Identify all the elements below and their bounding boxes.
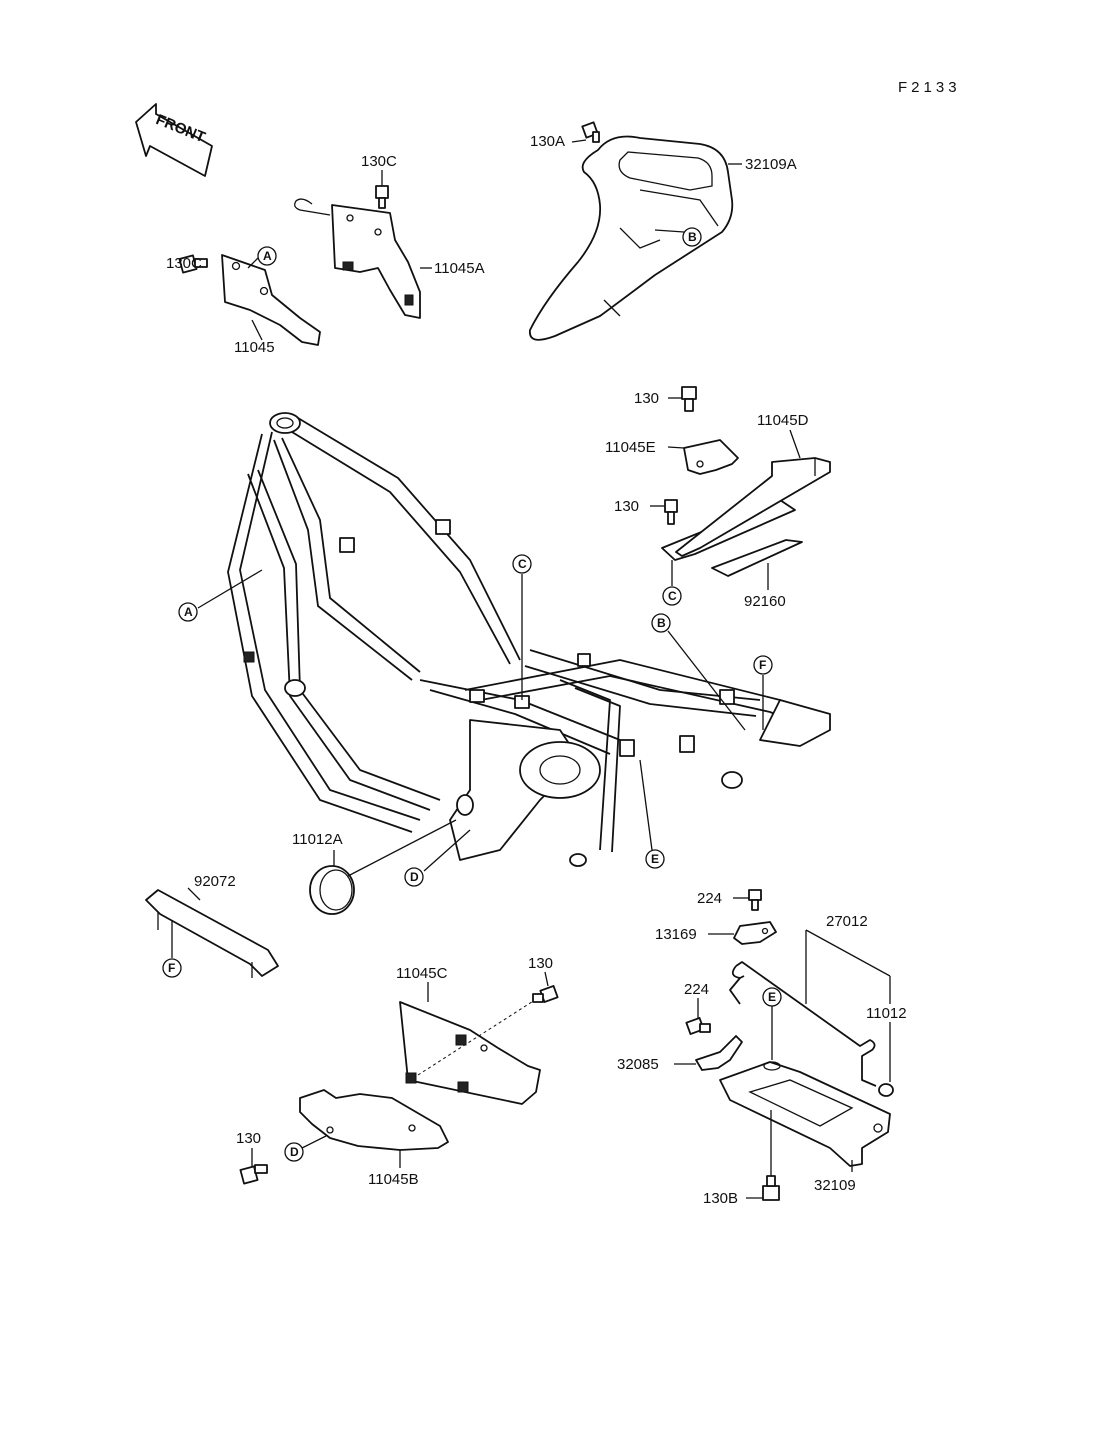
label-130A: 130A (530, 133, 565, 150)
callout-E-tray: E (762, 987, 782, 1007)
svg-text:B: B (688, 230, 697, 244)
callout-E-frame: E (645, 849, 665, 869)
plate-11045B (299, 1089, 449, 1151)
grommet-11012 (878, 1083, 894, 1097)
bolt-224-mid-icon (685, 1017, 711, 1035)
bolt-224-top-icon (748, 889, 762, 911)
label-13169: 13169 (655, 926, 697, 943)
strap-92072 (145, 889, 279, 978)
callout-F-strap: F (162, 958, 182, 978)
bolt-130-mid-icon (664, 499, 678, 525)
tray-11045D (661, 457, 831, 561)
label-130-bottom: 130 (236, 1130, 261, 1147)
callout-A-frame: A (178, 602, 198, 622)
rod-27012 (729, 961, 877, 1087)
main-frame (227, 412, 831, 867)
bracket-11045E (683, 439, 739, 475)
plate-11045C (399, 1001, 541, 1105)
label-32085: 32085 (617, 1056, 659, 1073)
label-32109: 32109 (814, 1177, 856, 1194)
bracket-32085 (695, 1035, 743, 1071)
svg-text:E: E (768, 990, 776, 1004)
bracket-11045 (221, 254, 321, 346)
bolt-130C-top-icon (375, 185, 389, 209)
svg-text:A: A (263, 249, 272, 263)
label-130B: 130B (703, 1190, 738, 1207)
label-11045C: 11045C (396, 965, 448, 982)
bolt-130C-left-icon (178, 254, 208, 274)
label-11045: 11045 (234, 339, 275, 356)
pad-92160 (711, 539, 803, 577)
callout-C-frame: C (512, 554, 532, 574)
label-130C-top: 130C (361, 153, 397, 170)
tray-32109 (719, 1061, 891, 1167)
callout-B-frame: B (651, 613, 671, 633)
label-11045D: 11045D (757, 412, 809, 429)
clamp-13169 (733, 921, 777, 945)
label-130-mid: 130 (614, 498, 639, 515)
label-130-right: 130 (528, 955, 553, 972)
svg-text:C: C (518, 557, 527, 571)
svg-text:D: D (410, 870, 419, 884)
svg-text:F: F (759, 658, 766, 672)
callout-D-frame: D (404, 867, 424, 887)
callout-D-plate: D (284, 1142, 304, 1162)
label-130-top: 130 (634, 390, 659, 407)
label-11045E: 11045E (605, 439, 656, 456)
svg-text:B: B (657, 616, 666, 630)
label-92160: 92160 (744, 593, 786, 610)
label-11012A: 11012A (292, 831, 343, 848)
label-11045A: 11045A (434, 260, 485, 277)
label-32109A: 32109A (745, 156, 797, 173)
figure-id: F2133 (898, 79, 961, 96)
cover-32109A (529, 135, 734, 341)
callout-B-top: B (682, 227, 702, 247)
label-224-top: 224 (697, 890, 722, 907)
svg-text:C: C (668, 589, 677, 603)
label-224-mid: 224 (684, 981, 709, 998)
callout-F-frame: F (753, 655, 773, 675)
svg-text:A: A (184, 605, 193, 619)
bolt-130B-icon (762, 1175, 780, 1201)
label-130C-left: 130C (166, 255, 202, 272)
label-11012: 11012 (866, 1005, 907, 1022)
svg-text:F: F (168, 961, 175, 975)
label-27012: 27012 (826, 913, 868, 930)
bolt-130-top-icon (681, 386, 697, 412)
svg-text:E: E (651, 852, 659, 866)
label-92072: 92072 (194, 873, 236, 890)
callout-C-tray: C (662, 586, 682, 606)
bolt-130A-icon (581, 121, 600, 143)
bolt-130-right-icon (532, 985, 559, 1003)
bracket-11045A (294, 198, 421, 319)
front-arrow-icon: FRONT (135, 103, 213, 177)
label-11045B: 11045B (368, 1171, 419, 1188)
cap-11012A (309, 865, 355, 915)
svg-text:D: D (290, 1145, 299, 1159)
bolt-130-bottom-icon (239, 1164, 268, 1185)
callout-A-top: A (257, 246, 277, 266)
